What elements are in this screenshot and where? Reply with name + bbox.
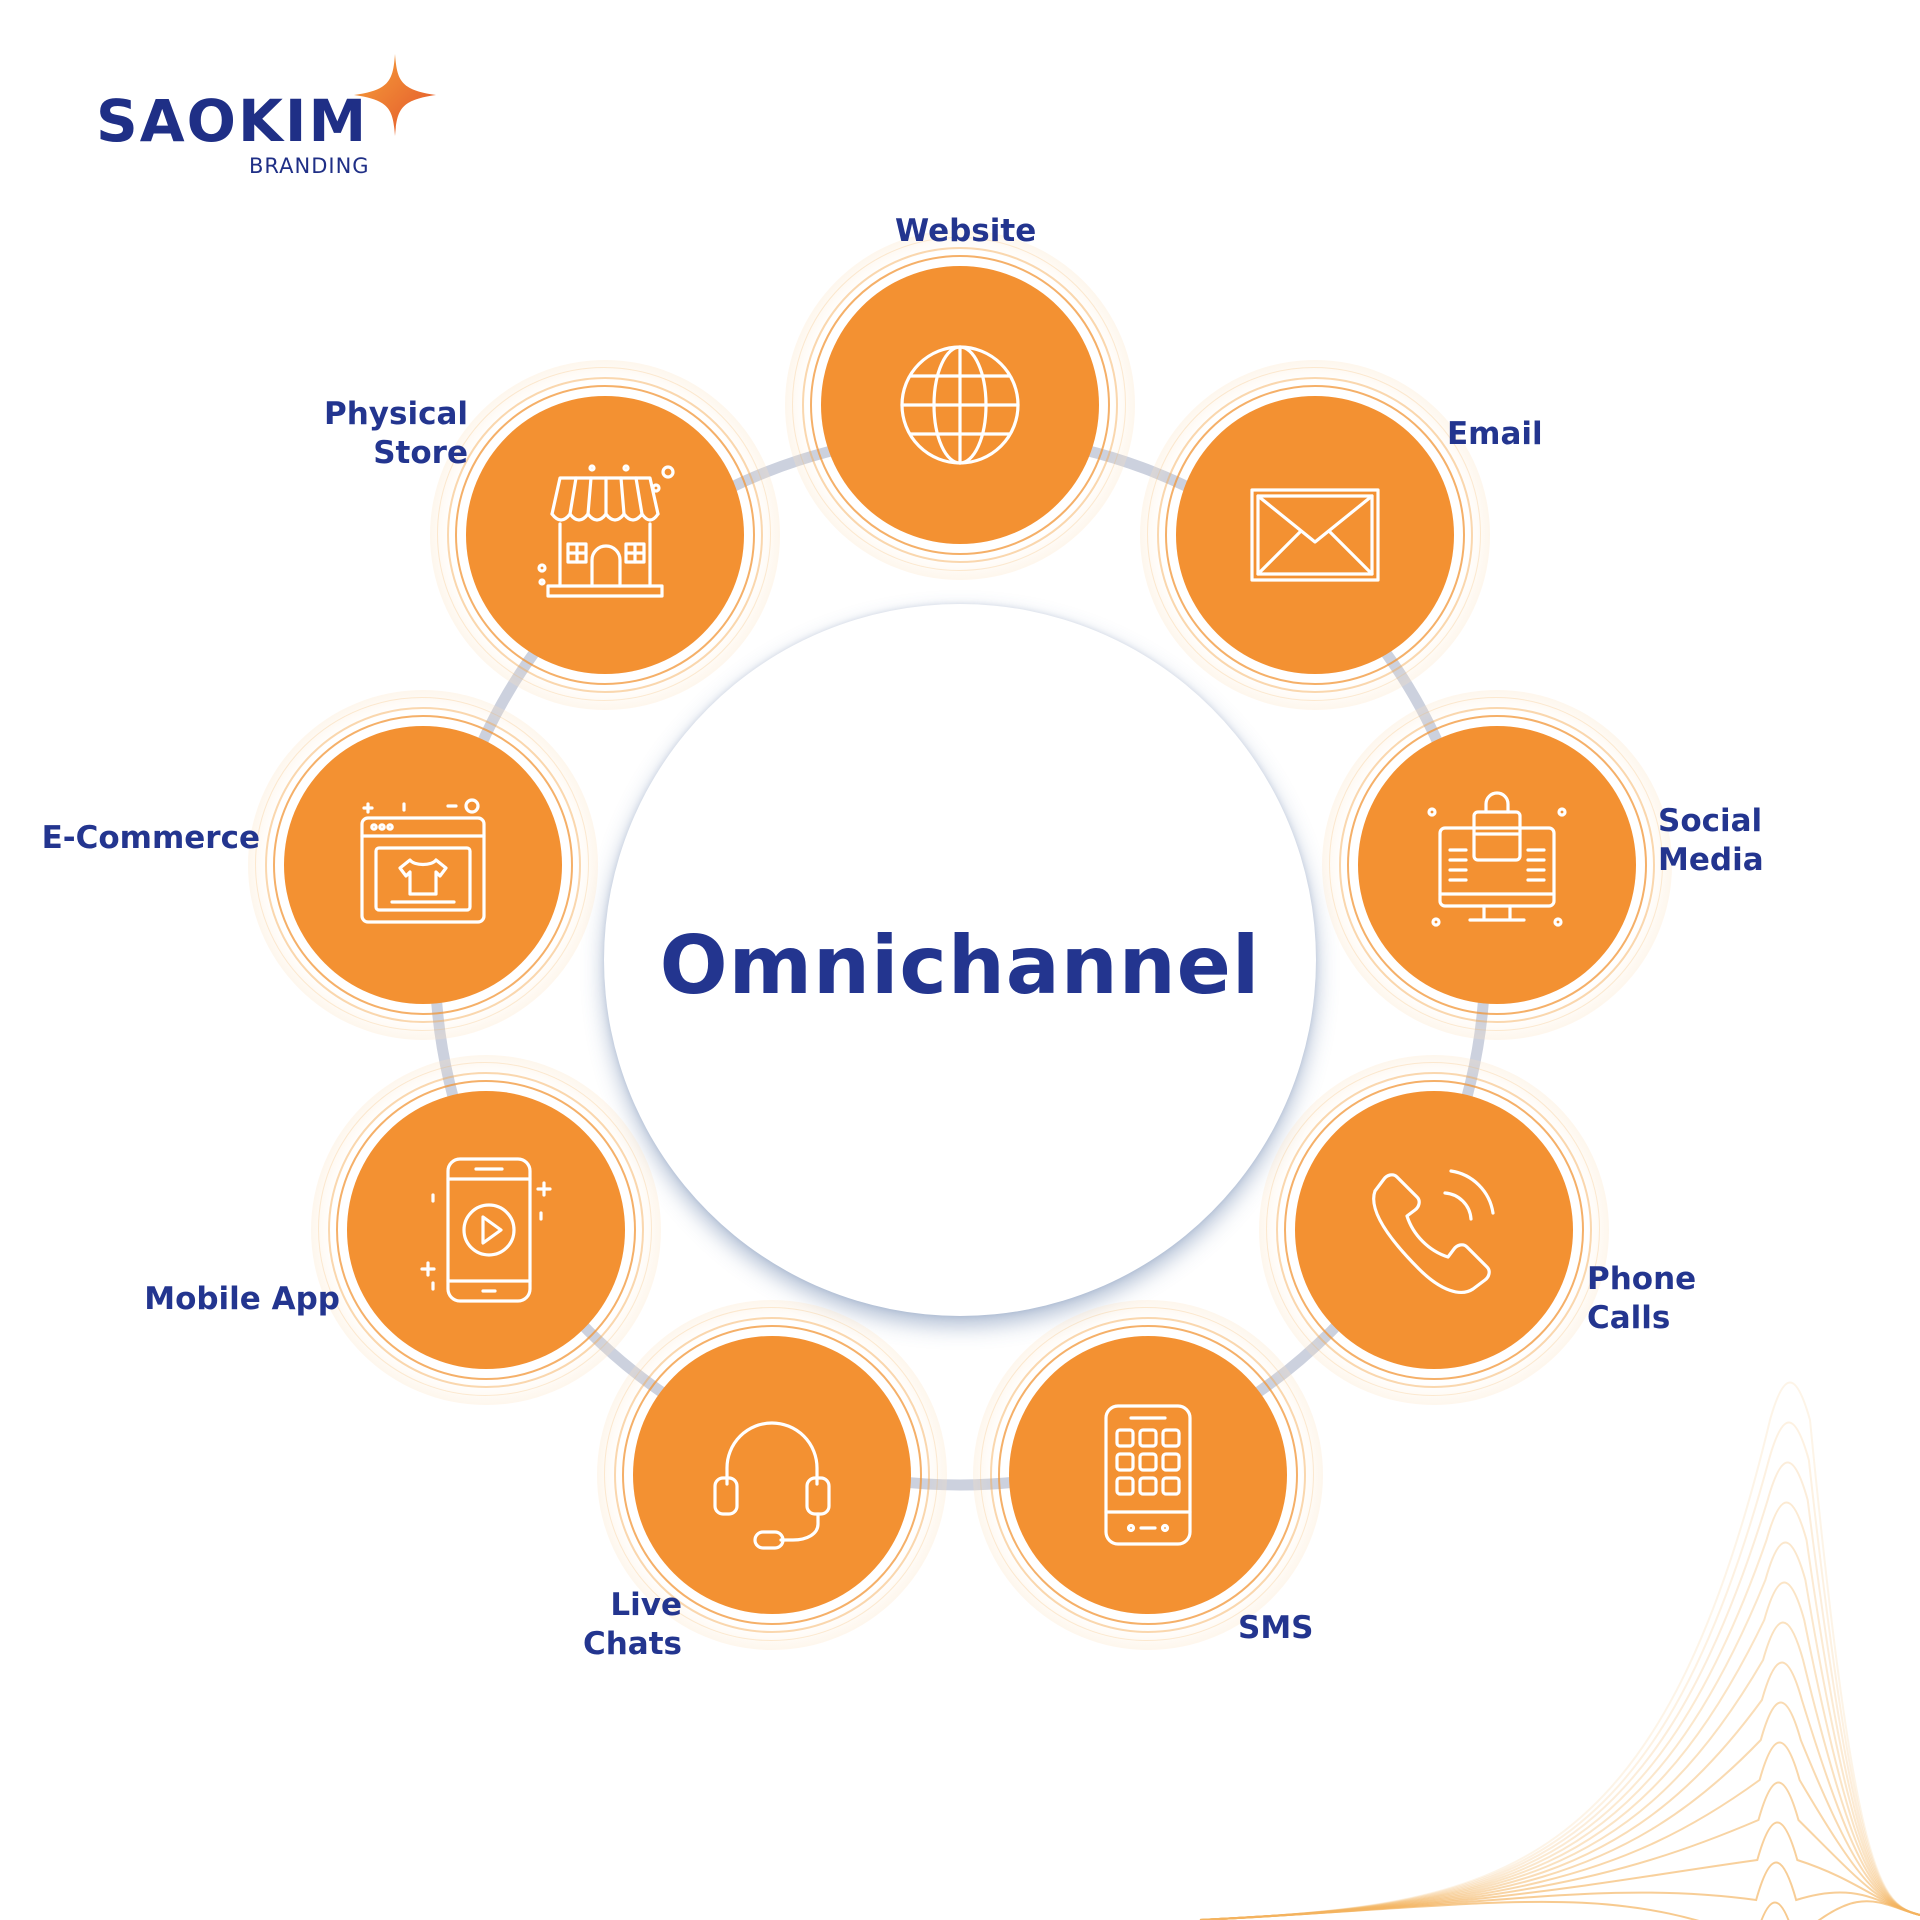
node-ring xyxy=(255,697,589,1031)
node-ring xyxy=(1329,697,1663,1031)
wave-line xyxy=(1199,1381,1920,1920)
online-shop-icon xyxy=(348,790,498,940)
label-line: Chats xyxy=(582,1626,682,1662)
node-ring xyxy=(318,1062,652,1396)
wave-line xyxy=(1199,1661,1920,1920)
wave-line xyxy=(1199,1821,1920,1920)
node-disc xyxy=(1295,1091,1573,1369)
label-line: E-Commerce xyxy=(41,820,260,856)
node-ring xyxy=(273,715,573,1015)
node-ring xyxy=(336,1080,636,1380)
channel-label-email: Email xyxy=(1447,415,1543,454)
label-line: Social xyxy=(1658,803,1763,839)
label-line: Physical xyxy=(324,396,468,432)
label-line: Media xyxy=(1658,842,1764,878)
wave-line xyxy=(1199,1781,1920,1920)
hub-title: Omnichannel xyxy=(659,918,1261,1012)
node-ring xyxy=(998,1325,1298,1625)
phone-icon xyxy=(1359,1155,1509,1305)
omnichannel-hub: Omnichannel xyxy=(604,604,1316,1316)
node-disc xyxy=(347,1091,625,1369)
node-ring xyxy=(1165,385,1465,685)
wave-line xyxy=(1199,1701,1920,1920)
node-ring xyxy=(1266,1062,1600,1396)
node-ring xyxy=(622,1325,922,1625)
node-disc xyxy=(633,1336,911,1614)
node-ring xyxy=(980,1307,1314,1641)
node-ring xyxy=(614,1317,930,1633)
globe-icon xyxy=(885,330,1035,480)
node-ring xyxy=(1147,367,1481,701)
headset-icon xyxy=(697,1400,847,1550)
node-ring xyxy=(265,707,581,1023)
node-disc xyxy=(1176,396,1454,674)
node-ring xyxy=(792,237,1126,571)
node-ring xyxy=(455,385,755,685)
brand-tagline: BRANDING xyxy=(249,154,370,178)
wave-line xyxy=(1199,1421,1920,1920)
sparkle-icon xyxy=(354,54,436,136)
wave-line xyxy=(1199,1541,1920,1920)
node-disc xyxy=(466,396,744,674)
keypad-phone-icon xyxy=(1073,1400,1223,1550)
node-ring xyxy=(604,1307,938,1641)
node-ring xyxy=(990,1317,1306,1633)
node-ring xyxy=(1347,715,1647,1015)
label-line: Website xyxy=(895,213,1037,249)
wave-line xyxy=(1199,1900,1920,1920)
monitor-shopping-bag-icon xyxy=(1422,790,1572,940)
node-ring xyxy=(1339,707,1655,1023)
node-ring xyxy=(437,367,771,701)
node-ring xyxy=(328,1072,644,1388)
decorative-waves xyxy=(1199,1381,1920,1920)
node-disc xyxy=(1009,1336,1287,1614)
node-ring xyxy=(810,255,1110,555)
brand-name: SAOKIM xyxy=(96,87,369,155)
channel-label-mobile-app: Mobile App xyxy=(144,1280,340,1319)
wave-line xyxy=(1199,1581,1920,1920)
node-ring xyxy=(447,377,763,693)
node-disc xyxy=(1358,726,1636,1004)
label-line: Live xyxy=(610,1587,682,1623)
label-line: Mobile App xyxy=(144,1281,340,1317)
node-disc xyxy=(821,266,1099,544)
wave-line xyxy=(1199,1501,1920,1920)
node-ring xyxy=(1276,1072,1592,1388)
label-line: Store xyxy=(373,435,468,471)
wave-line xyxy=(1199,1741,1920,1920)
mobile-video-icon xyxy=(411,1155,561,1305)
channel-label-e-commerce: E-Commerce xyxy=(42,819,260,858)
node-ring xyxy=(802,247,1118,563)
node-disc xyxy=(284,726,562,1004)
label-line: Calls xyxy=(1587,1300,1671,1336)
wave-line xyxy=(1199,1861,1920,1920)
wave-line xyxy=(1199,1461,1920,1920)
label-line: Email xyxy=(1447,416,1543,452)
brand-logo: SAOKIM BRANDING xyxy=(96,50,436,190)
wave-line xyxy=(1199,1621,1920,1920)
label-line: SMS xyxy=(1238,1610,1314,1646)
channel-label-sms: SMS xyxy=(1238,1609,1314,1648)
envelope-icon xyxy=(1240,460,1390,610)
channel-label-website: Website xyxy=(895,212,1036,251)
node-ring xyxy=(1284,1080,1584,1380)
node-ring xyxy=(1157,377,1473,693)
label-line: Phone xyxy=(1587,1261,1697,1297)
storefront-icon xyxy=(530,460,680,610)
